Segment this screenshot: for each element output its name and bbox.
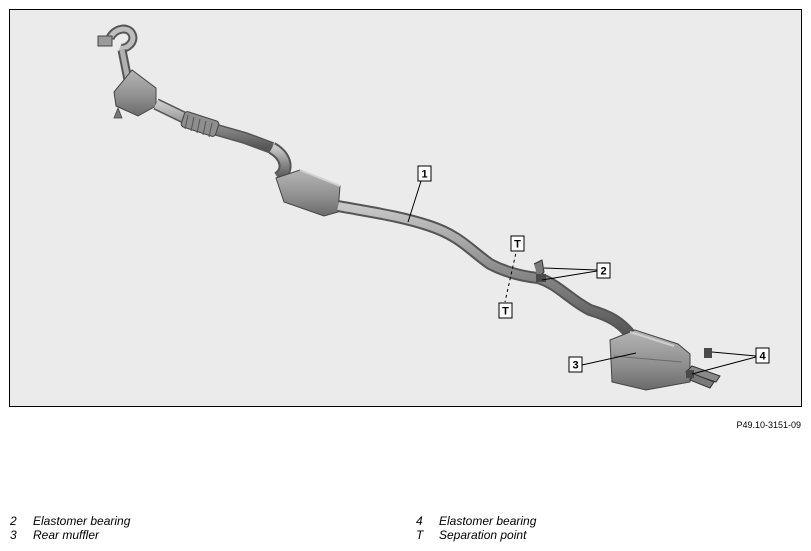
- exhaust-system-illustration: 1 T T 2 3 4: [97, 24, 770, 391]
- flex-pipe: [153, 98, 292, 184]
- leader-lines: [407, 177, 757, 375]
- catalytic-converter-front: [113, 69, 157, 119]
- legend-text: Separation point: [439, 528, 527, 542]
- legend-number: 4: [416, 514, 423, 528]
- legend-item: T Separation point: [416, 528, 536, 542]
- legend-number: 2: [10, 514, 17, 528]
- legend-text: Elastomer bearing: [33, 514, 131, 528]
- legend-number: 3: [10, 528, 17, 542]
- callout-2: 2: [596, 262, 611, 279]
- svg-text:2: 2: [600, 266, 606, 278]
- svg-text:1: 1: [421, 169, 427, 181]
- svg-text:3: 3: [572, 360, 578, 372]
- catalytic-converter-middle: [275, 169, 341, 217]
- callout-t-top: T: [510, 235, 525, 252]
- figure-id: P49.10-3151-09: [736, 420, 801, 430]
- legend-right: 4 Elastomer bearing T Separation point: [416, 514, 536, 542]
- callout-3: 3: [568, 356, 583, 373]
- callout-t-bottom: T: [498, 302, 513, 319]
- svg-text:4: 4: [759, 351, 766, 363]
- callout-4: 4: [755, 347, 770, 364]
- legend-item: 3 Rear muffler: [10, 528, 130, 542]
- legend-text: Elastomer bearing: [439, 514, 537, 528]
- legend-text: Rear muffler: [33, 528, 100, 542]
- legend-number: T: [416, 528, 424, 542]
- legend-item: 2 Elastomer bearing: [10, 514, 130, 528]
- svg-text:T: T: [502, 306, 509, 318]
- rear-muffler: [609, 329, 721, 391]
- svg-text:T: T: [514, 239, 521, 251]
- legend-left: 2 Elastomer bearing 3 Rear muffler: [10, 514, 130, 542]
- exhaust-system-figure: 1 T T 2 3 4: [9, 9, 802, 407]
- callout-1: 1: [417, 165, 432, 182]
- legend-item: 4 Elastomer bearing: [416, 514, 536, 528]
- middle-pipe: [336, 200, 635, 338]
- front-pipe: [97, 24, 138, 81]
